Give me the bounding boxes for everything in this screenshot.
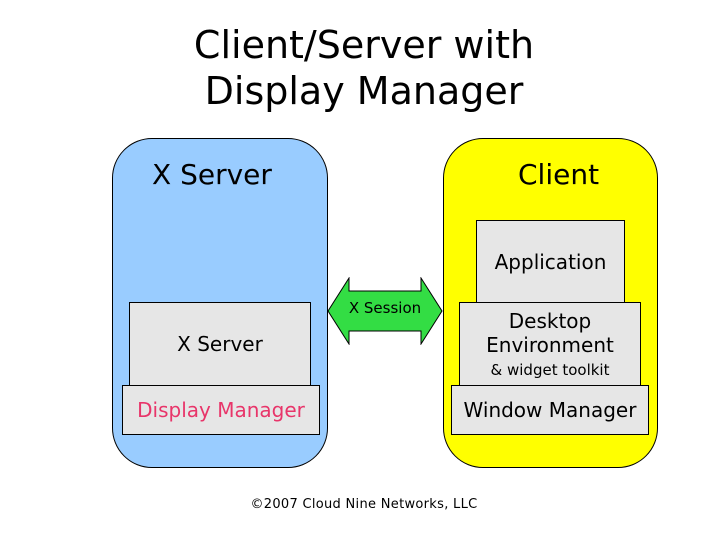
application-label: Application [494,250,607,274]
diagram-title: Client/Server with Display Manager [0,22,728,114]
x-session-label: X Session [348,299,422,317]
display-manager-box: Display Manager [122,385,320,435]
x-server-box-label: X Server [177,332,263,356]
double-arrow-icon [327,276,443,346]
application-box: Application [476,220,625,304]
title-line-2: Display Manager [204,69,524,113]
display-manager-label: Display Manager [137,398,305,422]
client-heading: Client [518,158,600,191]
x-server-box: X Server [129,302,311,386]
window-manager-box: Window Manager [451,385,649,435]
desktop-environment-box: Desktop Environment & widget toolkit [459,302,641,386]
x-server-heading: X Server [152,158,272,191]
title-line-1: Client/Server with [193,23,535,67]
window-manager-label: Window Manager [463,398,637,422]
desktop-label-line-2: Environment [486,333,614,357]
desktop-label-sub: & widget toolkit [490,361,610,379]
desktop-label-line-1: Desktop [508,309,592,333]
copyright-footer: ©2007 Cloud Nine Networks, LLC [250,497,478,512]
x-session-connector: X Session [327,276,443,346]
